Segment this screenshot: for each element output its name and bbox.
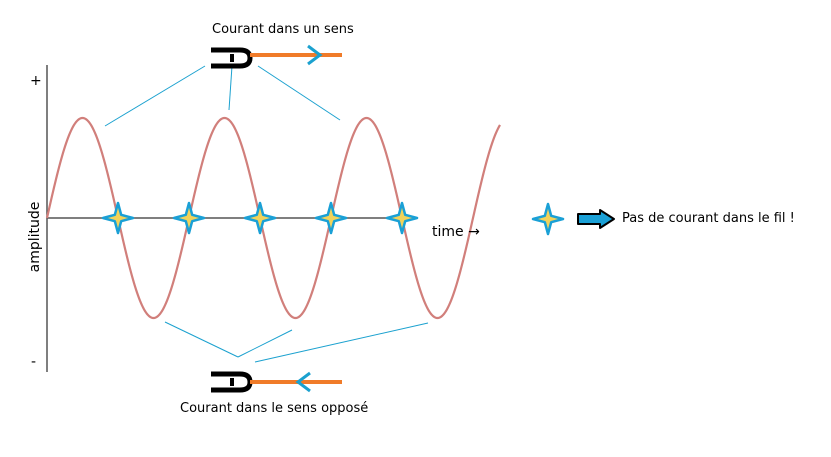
- legend-text: Pas de courant dans le fil !: [622, 211, 795, 226]
- plug-icon: [211, 47, 253, 69]
- y-axis-label: amplitude: [27, 201, 43, 273]
- guide-lines-bottom: [164, 321, 429, 363]
- sparkle-star-icon: [101, 201, 135, 235]
- top-current-illustration: [211, 44, 342, 69]
- sparkle-star-icon: [243, 201, 277, 235]
- sparkle-star-icon: [385, 201, 419, 235]
- sine-wave: [45, 116, 501, 320]
- top-caption: Courant dans un sens: [212, 22, 354, 37]
- bottom-caption: Courant dans le sens opposé: [180, 401, 369, 416]
- sparkle-star-icon: [531, 202, 565, 236]
- guide-lines-top: [104, 65, 341, 127]
- legend: [531, 202, 615, 236]
- plus-sign: +: [30, 73, 42, 89]
- zero-crossing-markers: [101, 201, 419, 235]
- sparkle-star-icon: [172, 201, 206, 235]
- minus-sign: -: [31, 354, 37, 370]
- outlined-right-arrow-icon: [577, 209, 615, 229]
- sparkle-star-icon: [314, 201, 348, 235]
- arrow-right-icon: [307, 44, 323, 66]
- x-axis-label: time →: [432, 224, 480, 240]
- arrow-left-icon: [295, 371, 311, 393]
- bottom-current-illustration: [211, 371, 342, 393]
